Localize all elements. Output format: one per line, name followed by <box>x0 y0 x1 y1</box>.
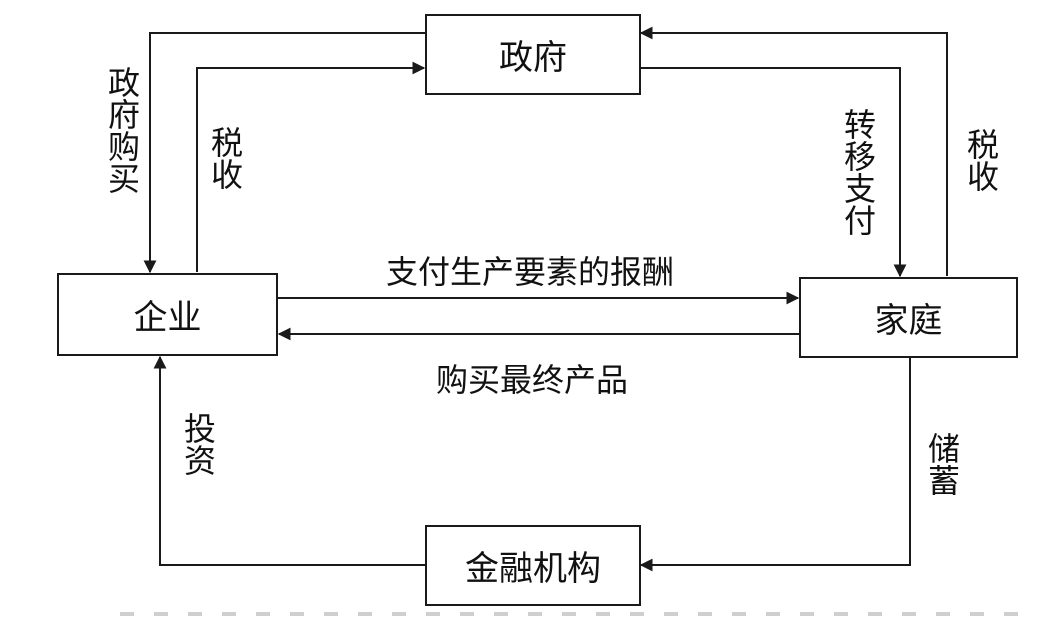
label-investment: 投资 <box>179 412 217 476</box>
label-factor-payment: 支付生产要素的报酬 <box>386 253 675 291</box>
node-government: 政府 <box>425 14 641 95</box>
node-government-label: 政府 <box>499 38 567 78</box>
node-enterprise: 企业 <box>57 273 278 356</box>
label-gov-purchase: 政府购买 <box>103 66 141 194</box>
node-financial-institution: 金融机构 <box>425 525 641 606</box>
node-financial-institution-label: 金融机构 <box>465 549 601 589</box>
arrow-transfer-payment <box>640 67 907 278</box>
label-final-purchase: 购买最终产品 <box>436 361 629 399</box>
label-savings: 储蓄 <box>923 432 961 496</box>
arrow-gov-purchase <box>143 32 425 274</box>
arrow-investment <box>153 355 425 566</box>
arrow-tax-household <box>639 26 948 276</box>
label-tax-household: 税收 <box>962 128 1000 192</box>
node-household: 家庭 <box>799 277 1018 358</box>
node-enterprise-label: 企业 <box>133 298 202 338</box>
arrow-tax-enterprise <box>196 61 426 272</box>
label-transfer-payment: 转移支付 <box>839 108 877 236</box>
arrow-savings <box>639 358 911 572</box>
bottom-edge-artifact <box>120 612 1020 616</box>
label-tax-enterprise: 税收 <box>206 126 244 190</box>
node-household-label: 家庭 <box>874 301 943 341</box>
